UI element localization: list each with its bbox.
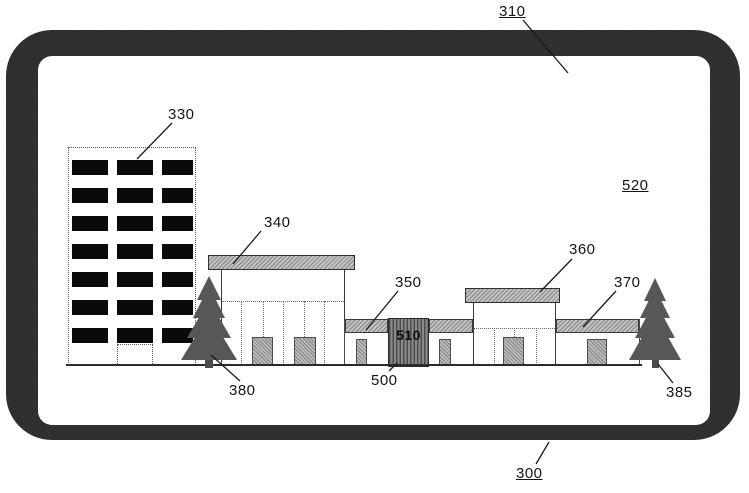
strip-350-door [356,339,367,366]
panel-divider [263,301,264,365]
ref-label-385: 385 [666,384,693,401]
ref-label-370: 370 [614,274,641,291]
strip-350-band [345,319,388,333]
building-340-door-left [252,337,273,365]
strip-350-band [429,319,473,333]
strip-350-left [344,319,388,366]
ref-label-330: 330 [168,106,195,123]
ref-label-350: 350 [395,274,422,291]
panel-divider [494,328,495,365]
panel-divider [536,328,537,365]
leader-300 [535,441,550,465]
strip-350-right [429,319,473,366]
strip-370 [556,319,640,366]
door-panel-510: 510 [388,318,429,367]
building-340-roof [208,255,355,270]
ref-label-520: 520 [622,177,649,194]
strip-350-door [439,339,451,366]
ref-label-380: 380 [229,382,256,399]
ref-label-360: 360 [569,241,596,258]
building-360-door [503,337,524,365]
ref-label-300: 300 [516,465,543,482]
ref-label-340: 340 [264,214,291,231]
panel-divider [304,301,305,365]
building-330 [68,147,196,366]
ref-label-310: 310 [499,3,526,20]
building-340-body [221,270,345,365]
building-330-windows [72,160,193,344]
tree-385 [629,278,681,368]
tree-380 [181,276,237,368]
strip-370-door [587,339,607,366]
ref-label-500: 500 [371,372,398,389]
door-panel-510-label: 510 [396,327,421,343]
panel-divider [241,301,242,365]
ground-line [66,364,642,366]
strip-370-band [556,319,639,333]
building-340-door-right [294,337,316,365]
panel-divider [324,301,325,365]
building-360-roof [465,288,560,303]
panel-divider [283,301,284,365]
building-330-door-notch [117,344,153,366]
building-360-body [473,303,556,365]
